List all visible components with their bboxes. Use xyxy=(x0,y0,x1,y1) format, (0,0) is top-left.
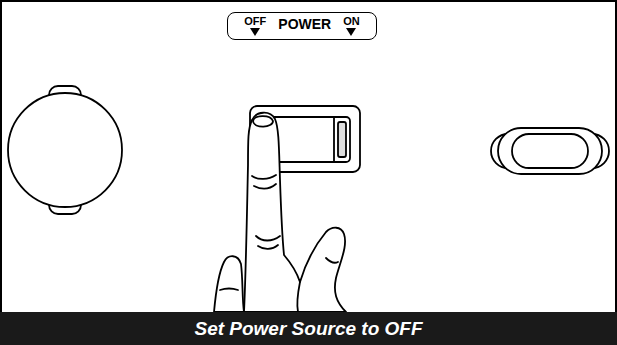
switch-label: OFF xyxy=(244,16,266,36)
label-plate: OFF POWER ON xyxy=(227,12,377,40)
caption-text: Set Power Source to OFF xyxy=(194,318,422,340)
switch-label: ON xyxy=(343,16,360,36)
switch-label: POWER xyxy=(278,16,331,31)
hand-pressing xyxy=(214,113,346,312)
caption-band: Set Power Source to OFF xyxy=(0,312,617,345)
round-knob xyxy=(8,86,122,214)
oval-indicator xyxy=(491,128,609,174)
